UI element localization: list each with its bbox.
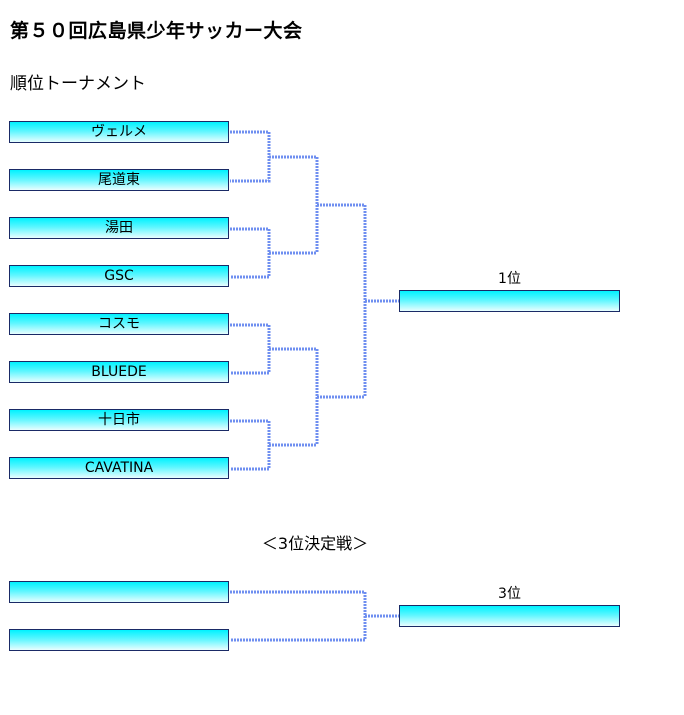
page-title: 第５０回広島県少年サッカー大会 [10,20,303,42]
connector-r1-c [230,323,317,375]
connector-r1-a [230,130,317,183]
third-place-team-slot-1[interactable] [9,581,229,603]
first-place-box[interactable] [399,290,620,312]
connector-r1-b [230,227,317,279]
connector-r1-d [230,419,317,471]
team-slot-2[interactable]: 尾道東 [9,169,229,191]
connector-r2-top [315,157,365,253]
connector-r2-bottom [315,349,365,445]
connector-final [363,205,399,397]
team-slot-6[interactable]: BLUEDE [9,361,229,383]
team-slot-3[interactable]: 湯田 [9,217,229,239]
team-slot-4[interactable]: GSC [9,265,229,287]
connector-third-place [230,590,399,642]
third-place-label: 3位 [498,586,521,602]
first-place-label: 1位 [498,271,521,287]
team-slot-8[interactable]: CAVATINA [9,457,229,479]
team-slot-1[interactable]: ヴェルメ [9,121,229,143]
page-subtitle: 順位トーナメント [10,74,146,94]
team-slot-7[interactable]: 十日市 [9,409,229,431]
team-slot-5[interactable]: コスモ [9,313,229,335]
third-place-team-slot-2[interactable] [9,629,229,651]
third-place-box[interactable] [399,605,620,627]
third-place-section-title: ＜3位決定戦＞ [261,534,369,553]
